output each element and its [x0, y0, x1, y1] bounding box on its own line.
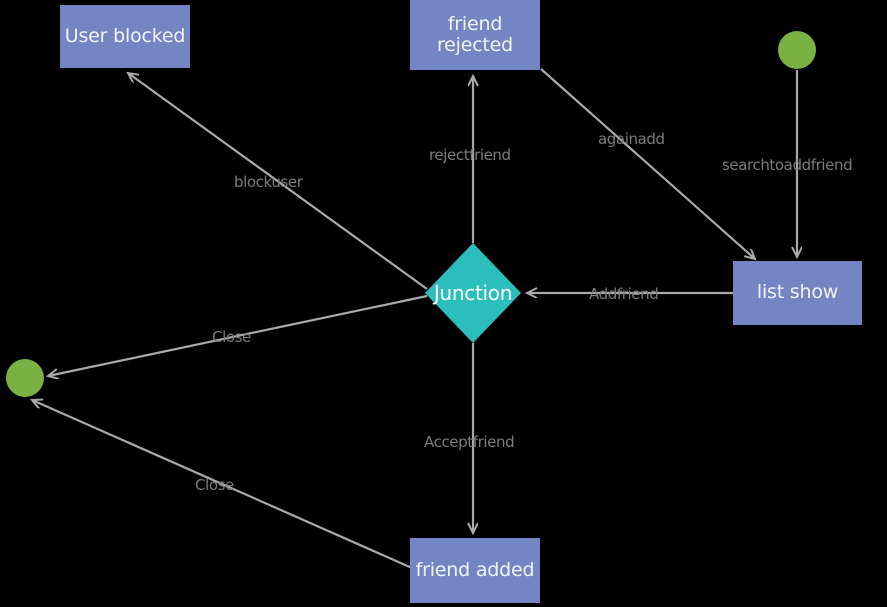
- start-node[interactable]: [778, 31, 816, 69]
- state-user-blocked-label: User blocked: [64, 24, 186, 47]
- junction-label: Junction: [433, 281, 513, 305]
- edge-label-block-user: blockuser: [234, 173, 303, 191]
- edge-label-reject-friend: rejectfriend: [429, 146, 511, 164]
- edge-again-add: [540, 68, 755, 259]
- state-friend-added[interactable]: friend added: [410, 538, 540, 603]
- edge-block-user: [128, 73, 428, 290]
- state-friend-rejected[interactable]: friend rejected: [410, 0, 540, 70]
- edge-label-accept-friend: Acceptfriend: [424, 433, 515, 451]
- state-list-show[interactable]: list show: [733, 261, 862, 325]
- edge-label-close-upper: Close: [212, 328, 251, 346]
- edge-close-upper: [48, 294, 428, 376]
- state-friend-rejected-label-line1: friend: [447, 12, 503, 35]
- state-friend-rejected-label-line2: rejected: [436, 34, 514, 56]
- state-friend-added-label: friend added: [415, 558, 535, 581]
- junction-node[interactable]: Junction: [425, 243, 521, 343]
- edge-label-again-add: againadd: [598, 130, 665, 148]
- state-list-show-label: list show: [756, 281, 839, 304]
- edge-label-close-lower: Close: [195, 476, 234, 494]
- state-user-blocked[interactable]: User blocked: [60, 5, 190, 68]
- end-node[interactable]: [6, 359, 44, 397]
- edge-label-search-to-add-friend: searchtoaddfriend: [722, 156, 853, 174]
- edge-label-add-friend: Addfriend: [589, 285, 659, 303]
- edge-close-lower: [32, 400, 413, 570]
